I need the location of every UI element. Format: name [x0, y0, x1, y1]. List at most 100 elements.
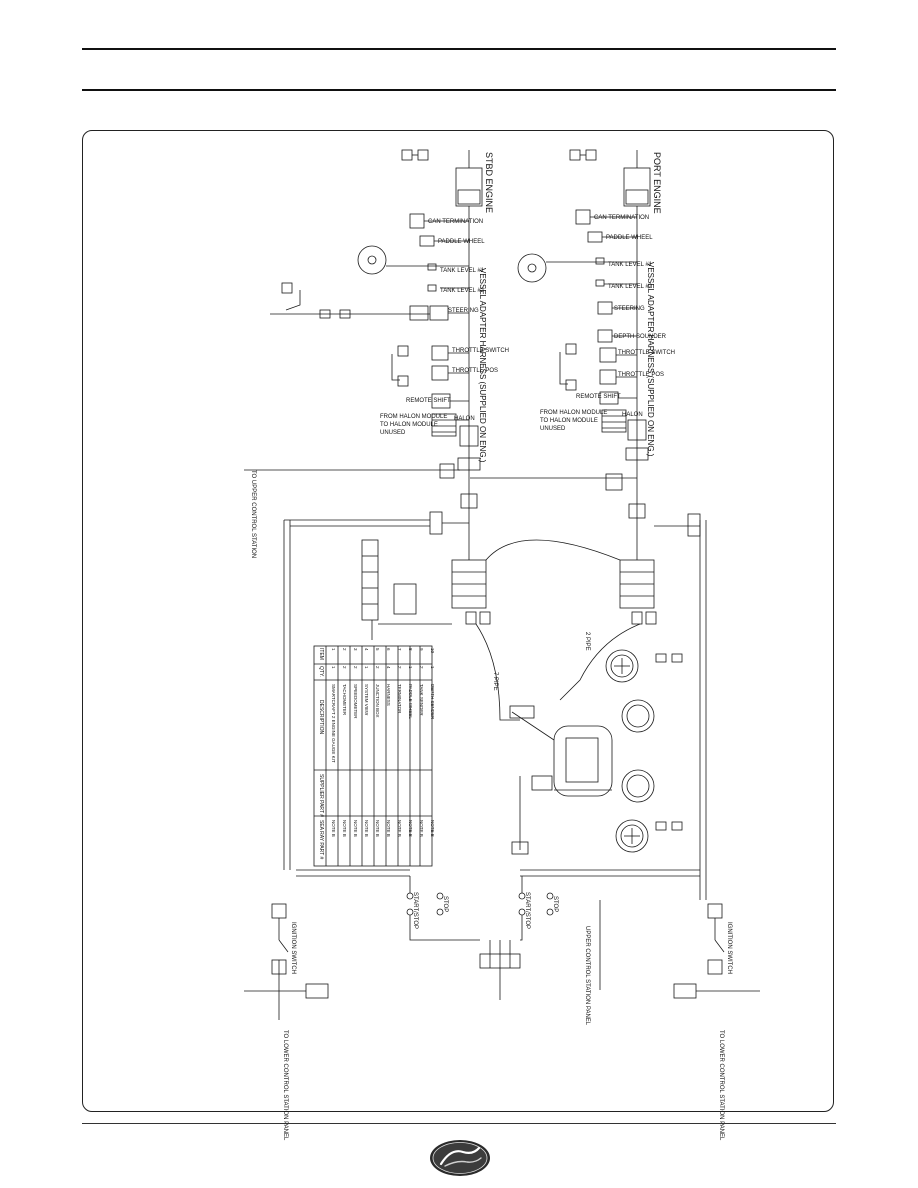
table-cell: 4 [364, 648, 369, 651]
port-halon-label: HALON [622, 412, 643, 418]
port-tank1-label: TANK LEVEL #1 [608, 262, 653, 268]
port-remote-shift-label: REMOTE SHIFT [576, 394, 621, 400]
table-cell: 6 [386, 648, 391, 651]
table-cell: DEPTH SENDER [430, 684, 435, 720]
stbd-can-box [457, 189, 481, 205]
stbd-engine-label: STBD ENGINE [484, 152, 494, 213]
stbd-steering-label: STEERING [448, 308, 479, 314]
port-can-termination-label: CAN TERMINATION [594, 215, 649, 221]
stbd-engine-section [244, 149, 483, 560]
table-cell: SPEEDOMETER [353, 684, 358, 719]
stbd-to-upper-label: TO UPPER CONTROL STATION [250, 470, 256, 558]
start-stop-label-2: START/STOP [524, 892, 530, 929]
stbd-adapter-label: VESSEL ADAPTER HARNESS (SUPPLIED ON ENG.… [478, 268, 487, 463]
header-top-rule [82, 48, 836, 50]
stbd-tank1-label: TANK LEVEL #1 [440, 268, 485, 274]
table-cell: 2 [342, 666, 347, 669]
port-unused-label: UNUSED [540, 426, 566, 432]
port-engine-section [470, 149, 651, 560]
table-cell: SYSTEM VIEW [364, 684, 369, 716]
table-cell: 2 [342, 648, 347, 651]
stbd-can-termination-label: CAN TERMINATION [428, 219, 483, 225]
parts-table-grid [313, 645, 433, 867]
table-header-qty: QTY. [318, 666, 324, 677]
stbd-can-termination-connector [409, 213, 425, 229]
port-throttle-pos-label: THROTTLE POS [618, 372, 664, 378]
stbd-tank-sender-icon [357, 245, 387, 275]
stbd-tank2-label: TANK LEVEL #2 [440, 288, 485, 294]
table-cell: HARNESS [386, 684, 391, 706]
table-cell: NOTE B [342, 820, 347, 837]
port-throttle-switch-label: THROTTLE SWITCH [618, 350, 675, 356]
port-paddle-wheel-label: PADDLE WHEEL [606, 235, 653, 241]
table-cell: 1 [408, 666, 413, 669]
port-halon-connector [601, 409, 627, 433]
table-cell: 7 [397, 648, 402, 651]
port-to-halon-label: TO HALON MODULE [540, 418, 598, 424]
stop-label-2: STOP [552, 896, 558, 912]
stbd-to-halon-label: TO HALON MODULE [380, 422, 438, 428]
table-cell: 1 [430, 666, 435, 669]
table-cell: TANK SENDER [419, 684, 424, 716]
table-cell: 8 [408, 648, 413, 651]
table-cell: PADDLE WHEEL [408, 684, 413, 719]
tachometer-icon [605, 649, 639, 683]
system-view-display [553, 725, 613, 797]
table-cell: NOTE B [353, 820, 358, 837]
table-header-description: DESCRIPTION [318, 700, 324, 735]
stbd-throttle-switch-label: THROTTLE SWITCH [452, 348, 509, 354]
table-cell: 2 [419, 666, 424, 669]
table-cell: JUNCTION BOX [375, 684, 380, 718]
port-adapter-label: VESSEL ADAPTER HARNESS (SUPPLIED ON ENG.… [646, 262, 655, 457]
port-depth-label: DEPTH SOUNDER [614, 334, 667, 340]
ignition-label-1: IGNITION SWITCH [290, 922, 296, 974]
table-cell: NOTE B [375, 820, 380, 837]
port-engine-label: PORT ENGINE [652, 152, 662, 214]
table-cell: 2 [375, 666, 380, 669]
stbd-from-halon-label: FROM HALON MODULE [380, 414, 447, 420]
table-cell: 5 [375, 648, 380, 651]
start-stop-label-1: START/STOP [412, 892, 418, 929]
pipe-label: 7 PIPE [492, 672, 498, 691]
stbd-remote-shift-label: REMOTE SHIFT [406, 398, 451, 404]
table-cell: 10 [430, 648, 435, 654]
port-steering-label: STEERING [614, 306, 645, 312]
ignition-label-2: IGNITION SWITCH [726, 922, 732, 974]
header-bottom-rule [82, 89, 836, 91]
port-tank-sender-icon [517, 253, 547, 283]
gauge-cluster [509, 649, 683, 855]
stbd-engine-box [455, 167, 483, 207]
gauge-panel-stack [361, 539, 379, 621]
diagram-frame [82, 130, 834, 1112]
junction-boxes [361, 539, 657, 721]
to-lower-label-2: TO LOWER CONTROL STATION PANEL [718, 1030, 724, 1141]
stbd-halon-connector [431, 413, 457, 437]
stbd-throttle-pos-label: THROTTLE POS [452, 368, 498, 374]
table-cell: NOTE B [386, 820, 391, 837]
port-from-halon-label: FROM HALON MODULE [540, 410, 607, 416]
footer-rule [82, 1123, 836, 1124]
table-cell: 2 [397, 666, 402, 669]
harness-bus-lines [283, 511, 707, 900]
stbd-paddle-wheel-label: PADDLE WHEEL [438, 239, 485, 245]
table-cell: NOTE B [419, 820, 424, 837]
sea-ray-logo-icon [430, 1140, 490, 1176]
table-cell: TACHOMETER [342, 684, 347, 716]
table-cell: 9 [419, 648, 424, 651]
lower-control-switches [244, 876, 760, 1020]
table-cell: 3 [353, 648, 358, 651]
port-tank2-label: TANK LEVEL #2 [608, 284, 653, 290]
stbd-paddle-wheel-connector [419, 235, 435, 247]
stbd-unused-label: UNUSED [380, 430, 406, 436]
table-cell: 1 [364, 666, 369, 669]
table-header-supplier: SUPPLIER PART # [318, 774, 324, 817]
table-cell: NOTE B [397, 820, 402, 837]
table-cell: NOTE B [430, 820, 435, 837]
table-cell: NOTE B [408, 820, 413, 837]
table-cell: TERMINATOR [397, 684, 402, 714]
pipe2-label: 2 PIPE [584, 632, 590, 651]
table-header-item: ITEM [318, 648, 324, 660]
table-cell: 1 [331, 666, 336, 669]
table-header-searay: SEA RAY PART # [318, 820, 324, 859]
